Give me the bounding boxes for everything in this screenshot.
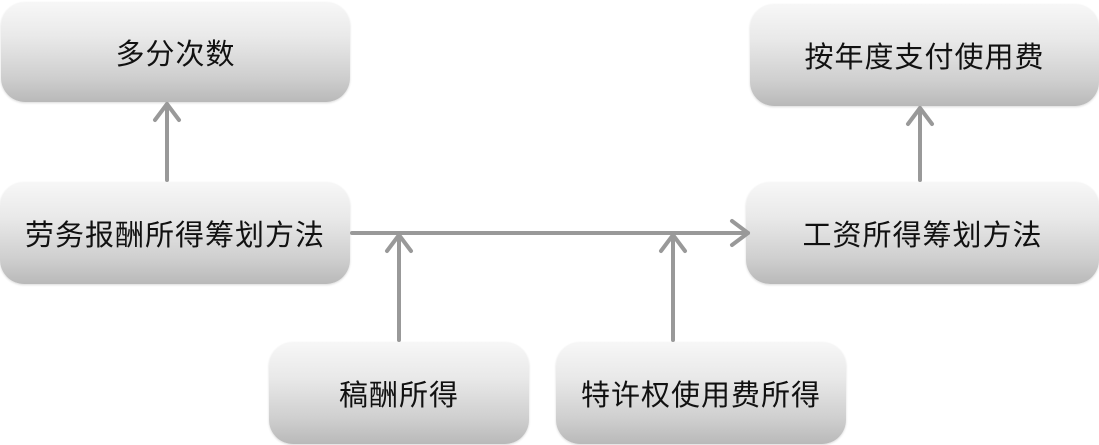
arrowhead-up-right (906, 106, 934, 126)
node-wage-income-method: 工资所得筹划方法 (746, 182, 1099, 284)
node-multiple-times: 多分次数 (1, 2, 350, 102)
node-label: 按年度支付使用费 (804, 40, 1045, 74)
node-label: 工资所得筹划方法 (802, 218, 1043, 252)
node-label: 特许权使用费所得 (580, 378, 821, 412)
node-label: 劳务报酬所得筹划方法 (24, 218, 325, 252)
node-label: 多分次数 (115, 37, 236, 71)
node-annual-royalty: 按年度支付使用费 (750, 4, 1099, 106)
arrowhead-up-left (153, 102, 181, 122)
node-label: 稿酬所得 (338, 378, 459, 412)
arrowhead-up-mid-right (659, 233, 687, 253)
node-labor-income-method: 劳务报酬所得筹划方法 (0, 182, 350, 284)
node-franchise-income: 特许权使用费所得 (556, 342, 846, 444)
node-manuscript-income: 稿酬所得 (269, 342, 529, 444)
arrowhead-up-mid-left (385, 233, 413, 253)
